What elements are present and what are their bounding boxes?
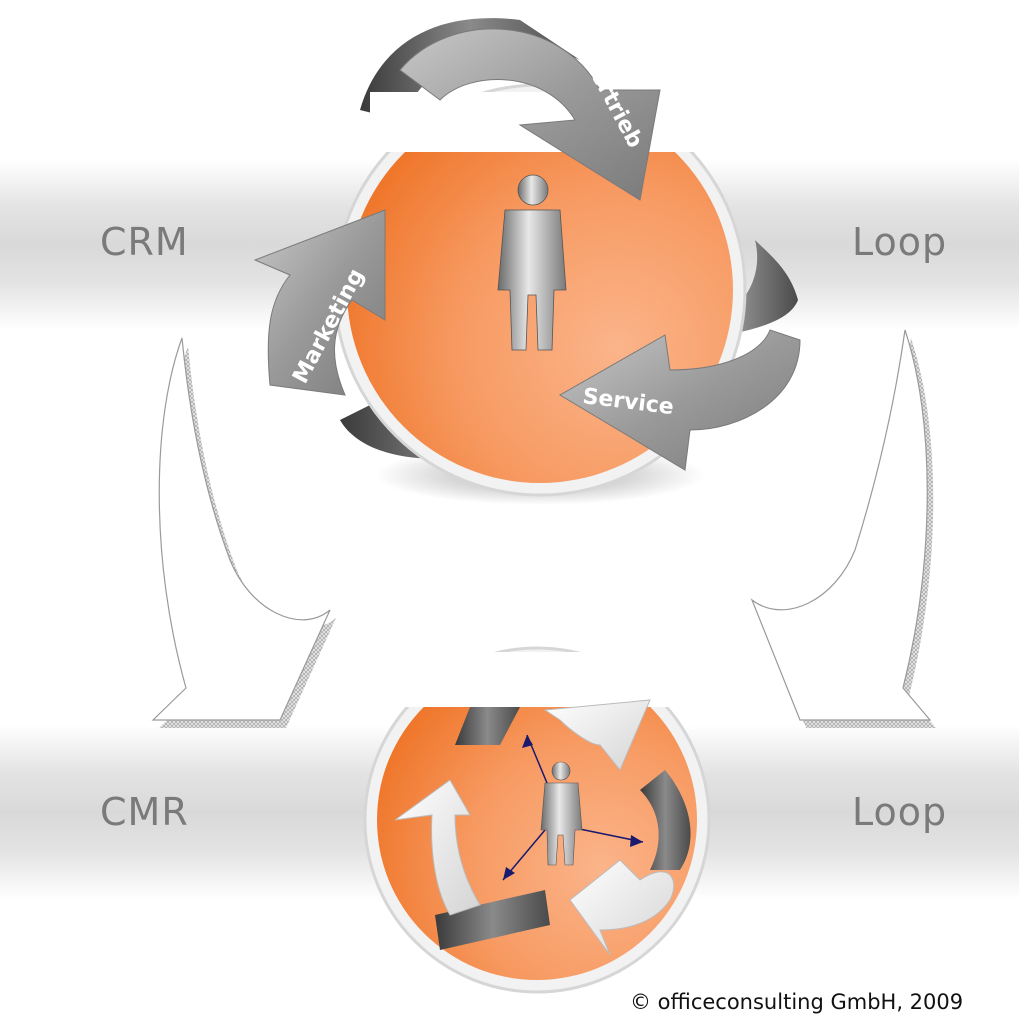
arrow-service: Service bbox=[559, 329, 801, 471]
label-crm: CRM bbox=[100, 220, 189, 264]
person-figure-top bbox=[497, 174, 567, 351]
right-down-arrow bbox=[750, 329, 936, 728]
copyright-notice: © officeconsulting GmbH, 2009 bbox=[630, 990, 964, 1014]
label-loop-bottom: Loop bbox=[852, 790, 948, 834]
bottom-scattered-arrows bbox=[394, 699, 691, 956]
left-down-arrow bbox=[151, 337, 336, 728]
label-cmr: CMR bbox=[100, 790, 189, 834]
label-loop-top: Loop bbox=[852, 220, 948, 264]
person-figure-bottom bbox=[502, 734, 644, 881]
